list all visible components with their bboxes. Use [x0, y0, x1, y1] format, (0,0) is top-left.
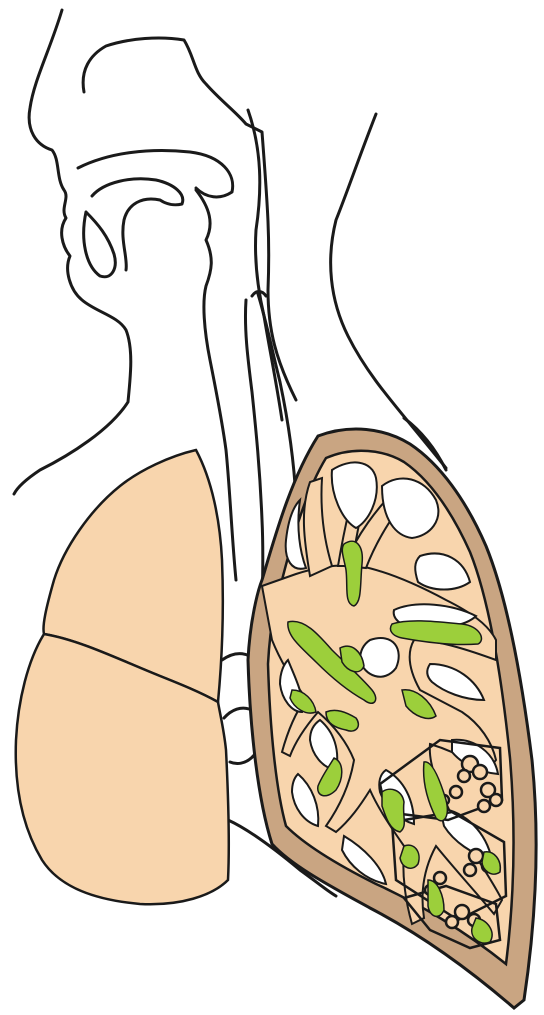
alveolus [478, 800, 490, 812]
mucus-deposit [400, 845, 419, 868]
air-space [360, 638, 399, 677]
alveolus [434, 872, 446, 884]
right-lung [248, 429, 536, 1008]
alveolus [464, 864, 476, 876]
back-of-neck [331, 114, 446, 468]
alveolus [469, 849, 483, 863]
alveolus [490, 794, 502, 806]
alveolus [446, 916, 458, 928]
oral-cavity [84, 212, 116, 277]
alveolus [473, 765, 487, 779]
tongue [92, 179, 183, 270]
trachea-left-wall [245, 300, 262, 620]
skull-outline [83, 38, 296, 400]
left-lung [16, 450, 229, 904]
alveolus [458, 770, 470, 782]
alveolus [450, 786, 462, 798]
